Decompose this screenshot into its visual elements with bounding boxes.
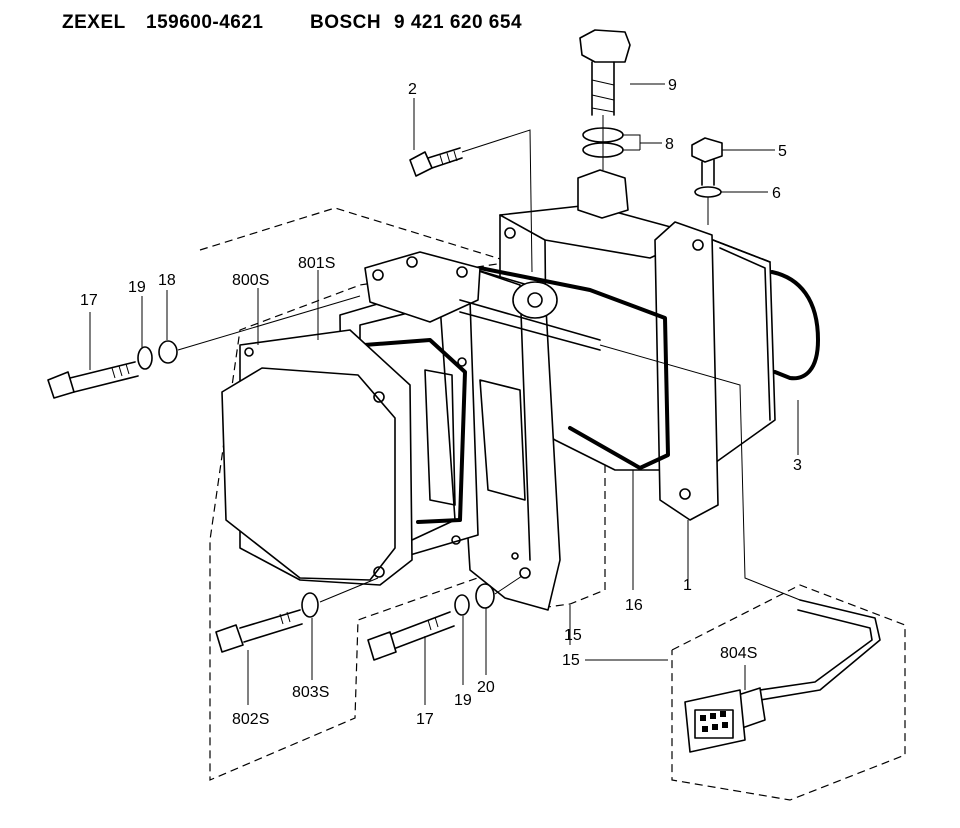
- washer-6: [694, 186, 768, 225]
- washer-20: [475, 583, 495, 609]
- callout-804s: 804S: [720, 645, 757, 662]
- bolt-2: [409, 129, 533, 273]
- pushrod: [459, 281, 601, 351]
- callout-802s: 802S: [232, 711, 269, 728]
- gasket-16: [478, 266, 670, 470]
- callout-9: 9: [668, 77, 677, 94]
- banjo-bolt-9: [579, 29, 631, 170]
- bolt-802s-axis-line: [319, 577, 379, 603]
- washer-19-upper: [137, 346, 153, 370]
- callout-8: 8: [665, 136, 674, 153]
- callout-15-upper: 15: [564, 627, 582, 644]
- washer-803s: [301, 592, 319, 618]
- callout-19-lower: 19: [454, 692, 472, 709]
- callout-1: 1: [683, 577, 692, 594]
- header-part-number-zexel: 159600-4621: [146, 12, 264, 33]
- group-804s-boundary: [671, 584, 906, 801]
- header-part-number-bosch: 9 421 620 654: [394, 12, 523, 33]
- top-connector-block: [364, 169, 629, 323]
- bolt-17-upper: [47, 361, 139, 399]
- callout-2: 2: [408, 81, 417, 98]
- callout-18: 18: [158, 272, 176, 289]
- callout-17-lower: 17: [416, 711, 434, 728]
- callout-20: 20: [477, 679, 495, 696]
- harness-804s: [599, 344, 881, 753]
- callout-17-upper: 17: [80, 292, 98, 309]
- bolt-17-lower: [367, 611, 455, 661]
- gasket-3: [770, 270, 820, 381]
- callout-6: 6: [772, 185, 781, 202]
- callout-16: 16: [625, 597, 643, 614]
- header-brand-bosch: BOSCH: [310, 12, 382, 33]
- callout-800s: 800S: [232, 272, 269, 289]
- bolt-17-axis-line: [177, 295, 361, 351]
- callout-5: 5: [778, 143, 787, 160]
- callout-3: 3: [793, 457, 802, 474]
- callout-803s: 803S: [292, 684, 329, 701]
- bolt-802s: [215, 609, 303, 653]
- rear-flange: [654, 221, 719, 521]
- washer-19-lower: [454, 594, 470, 616]
- washers-8: [582, 127, 662, 158]
- leader-lines: [89, 83, 799, 705]
- callout-15-lower: 15: [562, 652, 580, 669]
- drawing-header: ZEXEL 159600-4621 BOSCH 9 421 620 654: [62, 12, 522, 42]
- washer-18-upper: [158, 340, 178, 364]
- group-800s-boundary: [199, 207, 606, 781]
- header-brand-zexel: ZEXEL: [62, 12, 126, 33]
- bolt-17-lower-axis-line: [494, 575, 523, 595]
- callout-19-upper: 19: [128, 279, 146, 296]
- front-cover: [221, 329, 413, 586]
- callout-801s: 801S: [298, 255, 335, 272]
- screw-5: [691, 137, 775, 186]
